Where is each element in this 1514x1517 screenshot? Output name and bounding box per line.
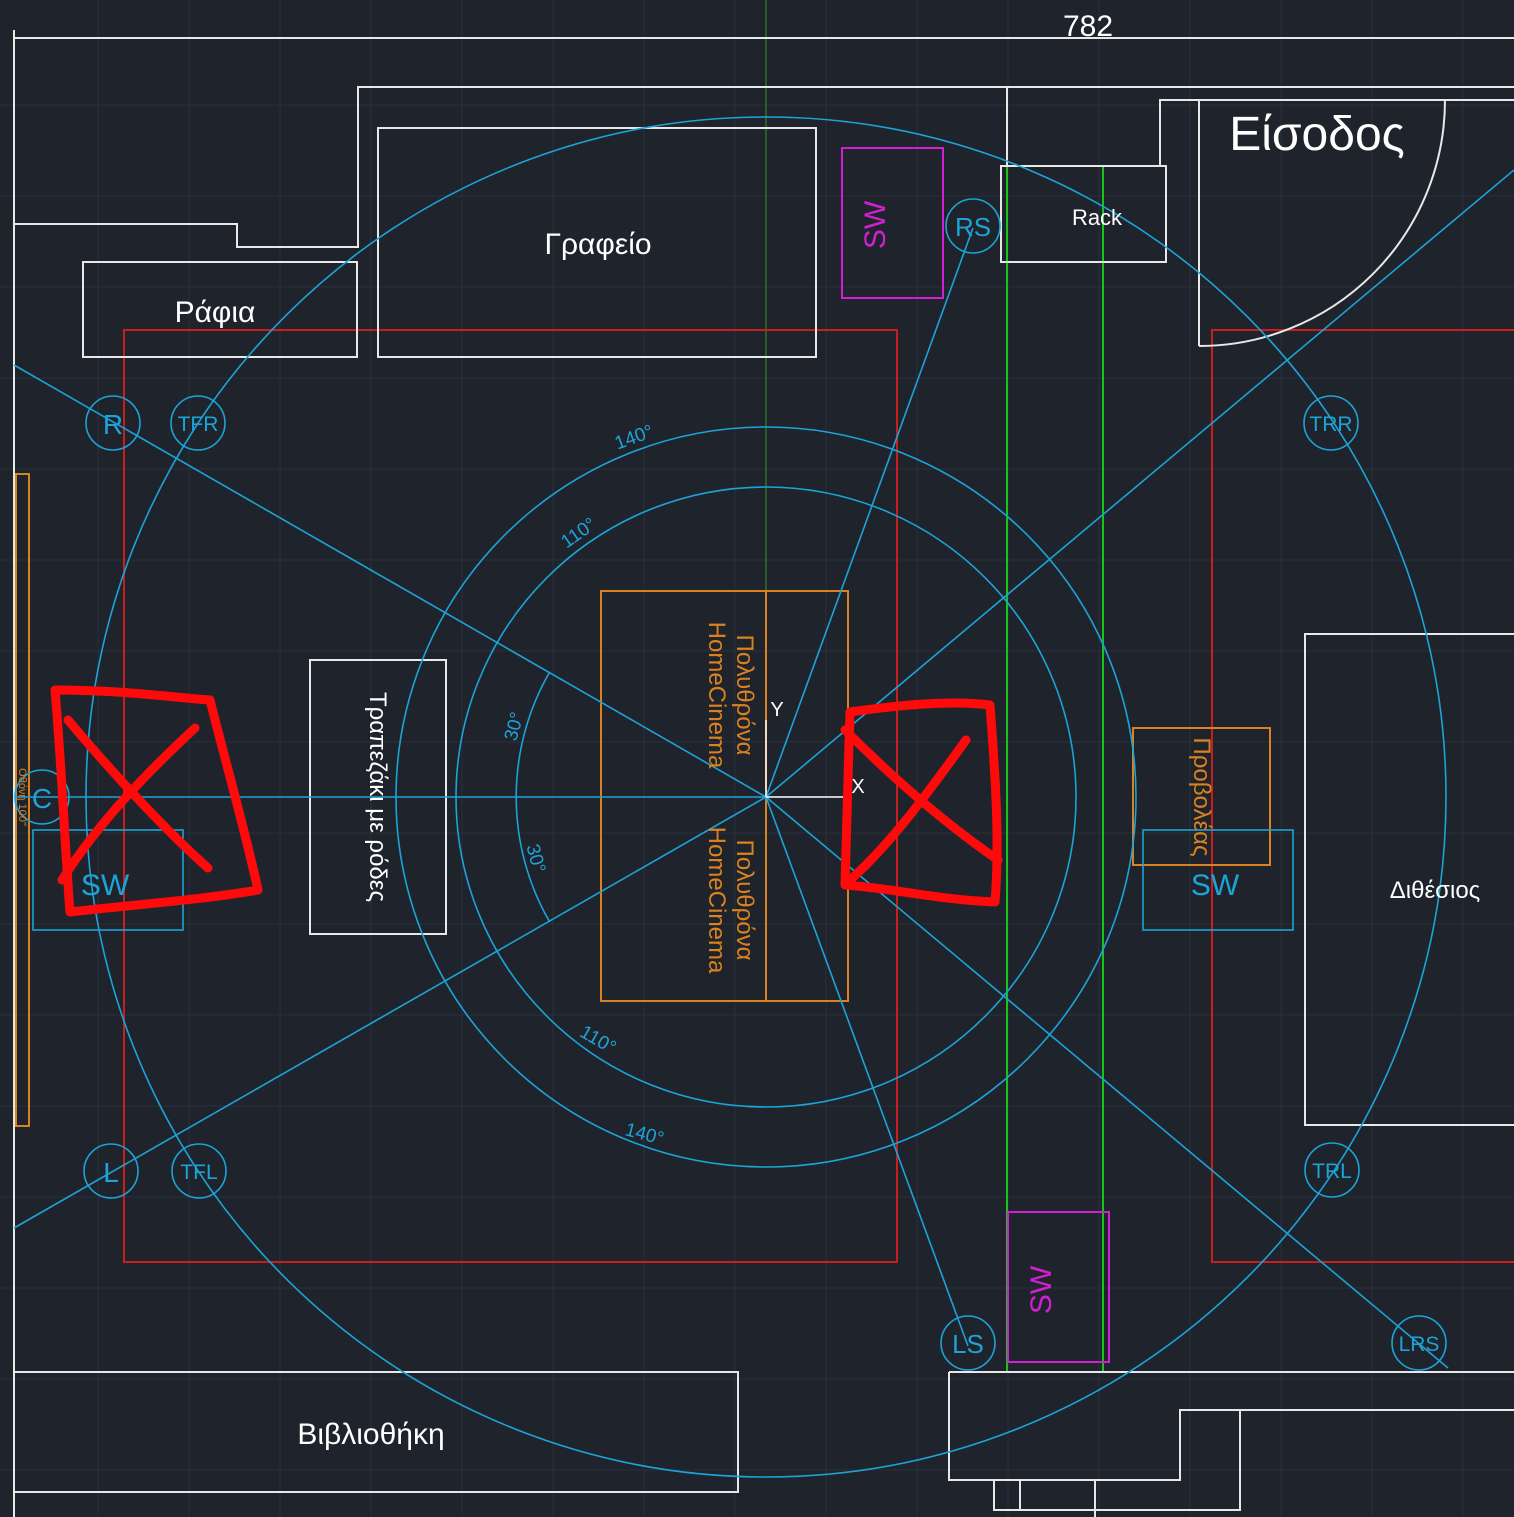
speaker-r-label: R bbox=[103, 409, 123, 440]
shelves-label: Ράφια bbox=[175, 296, 256, 329]
speaker-ls-label: LS bbox=[952, 1329, 984, 1359]
sw-left-box bbox=[32, 829, 184, 931]
markup-right-x1 bbox=[840, 725, 1003, 865]
screen-outline bbox=[15, 473, 30, 1127]
sw-bottom-box bbox=[1007, 1211, 1110, 1363]
seat-top-label-line1: Πολυθρόνα bbox=[731, 635, 758, 756]
orange-furniture bbox=[15, 473, 1271, 1127]
sw-left-label: SW bbox=[81, 869, 130, 902]
markup-left-box bbox=[50, 685, 263, 917]
angle-140-top: 140° bbox=[612, 421, 656, 454]
seat-top-label-line2: HomeCinema bbox=[703, 622, 730, 769]
axis-y-label: Y bbox=[770, 699, 783, 721]
ucs-axis-marker bbox=[765, 720, 843, 798]
sw-top-label: SW bbox=[859, 200, 892, 249]
markup-right-x2 bbox=[845, 735, 971, 885]
markup-left-x1 bbox=[63, 715, 213, 873]
speaker-tfr-label: TFR bbox=[178, 413, 219, 436]
available-label: Διθέσιος bbox=[1390, 877, 1480, 904]
sw-right-box bbox=[1142, 829, 1294, 931]
sw-right-label: SW bbox=[1191, 869, 1240, 902]
speaker-lrs-label: LRS bbox=[1399, 1333, 1440, 1356]
speaker-trl-label: TRL bbox=[1312, 1160, 1352, 1183]
sw-top-box bbox=[841, 147, 944, 299]
rack-outline bbox=[1000, 165, 1167, 263]
speaker-l-label: L bbox=[103, 1157, 119, 1188]
markup-right-box bbox=[840, 698, 1002, 907]
screen-label: Οθόνη 100" bbox=[16, 768, 28, 826]
library-outline bbox=[13, 1371, 739, 1493]
seat-bottom-label-line2: HomeCinema bbox=[703, 827, 730, 974]
office-desk-outline bbox=[377, 127, 817, 358]
magenta-subwoofers bbox=[841, 147, 1110, 1363]
furniture-outlines bbox=[13, 127, 1514, 1493]
entrance-label: Είσοδος bbox=[1229, 108, 1405, 161]
markup-left-x2 bbox=[57, 723, 200, 885]
dimension-label: 782 bbox=[1063, 10, 1113, 43]
axis-x-label: X bbox=[851, 776, 864, 798]
projector-outline bbox=[1132, 727, 1271, 866]
rack-label: Rack bbox=[1072, 205, 1123, 230]
speaker-rs-label: RS bbox=[955, 212, 991, 242]
coffee-table-label: Τραπεζάκι με ρόδες bbox=[364, 692, 391, 902]
red-x-markups bbox=[50, 685, 1003, 917]
green-guides bbox=[1006, 165, 1104, 1372]
sw-bottom-label: SW bbox=[1025, 1265, 1058, 1314]
projector-label: Προβολέας bbox=[1188, 737, 1215, 856]
angle-30-bottom: 30° bbox=[521, 842, 549, 875]
available-outline bbox=[1304, 633, 1514, 1126]
speaker-tfl-label: TFL bbox=[180, 1161, 217, 1184]
library-label: Βιβλιοθήκη bbox=[297, 1418, 444, 1451]
angle-110-bottom: 110° bbox=[576, 1022, 619, 1059]
seat-bottom-label-line1: Πολυθρόνα bbox=[731, 840, 758, 961]
shelves-outline bbox=[82, 261, 358, 358]
walls bbox=[13, 30, 1514, 1517]
office-label: Γραφείο bbox=[544, 228, 651, 261]
angle-140-bottom: 140° bbox=[623, 1119, 666, 1149]
angle-110-top: 110° bbox=[557, 514, 600, 553]
angle-30-top: 30° bbox=[501, 710, 529, 743]
speaker-c-label: C bbox=[32, 783, 52, 814]
speaker-trr-label: TRR bbox=[1309, 413, 1352, 436]
